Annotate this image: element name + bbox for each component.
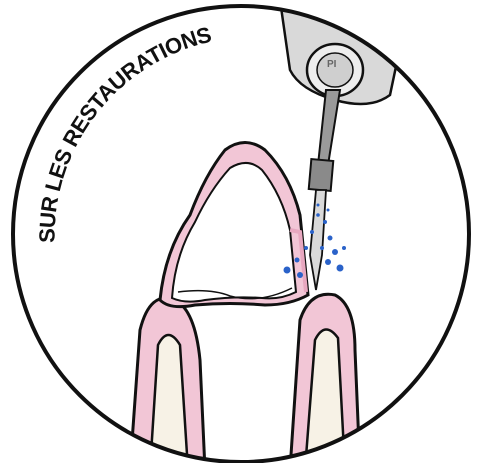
right-gum-icon: [290, 294, 360, 463]
tip-brand-label: PI: [327, 59, 337, 70]
